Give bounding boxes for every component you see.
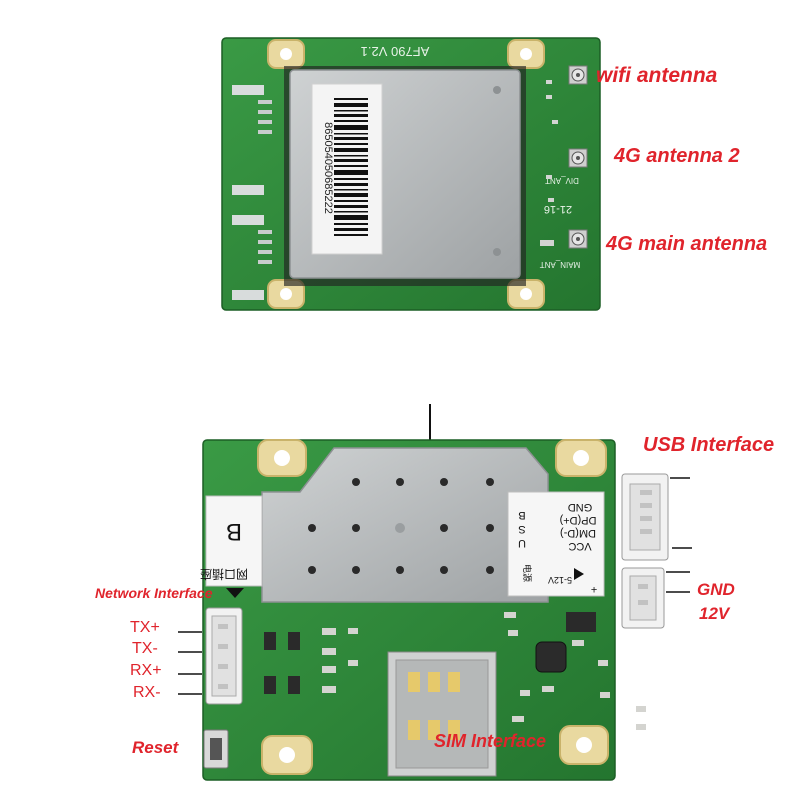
label-4g-main-antenna: 4G main antenna [606,233,768,255]
network-sticker [205,495,263,587]
power-char: 电源 [522,564,533,582]
sticker-letter: B [226,518,242,545]
top-module-board: 865054050685222 AF790 V2.1 DIV_ANT MAIN_… [221,37,601,311]
barcode [334,98,368,236]
usb-letter-b: U [518,537,526,549]
sticker-text: 网口插座 [200,567,248,582]
label-wifi-antenna: wifi antenna [596,64,718,87]
power-connector [621,567,665,629]
usb-sticker [507,491,605,597]
barcode-number: 865054050685222 [322,122,334,214]
silkscreen-date: 21-16 [544,203,572,215]
pin-lead-lines [178,477,692,695]
reset-button-component [203,729,229,769]
usb-pin-vcc: VCC [568,540,591,552]
label-12v: 12V [699,604,730,623]
4g-main-antenna-connector [568,229,588,249]
inductor [535,641,567,673]
label-sim-interface: SIM Interface [434,731,547,751]
label-4g-antenna-2: 4G antenna 2 [614,145,740,167]
bottom-shield-can [261,447,549,603]
usb-letter-s: S [518,523,525,535]
silkscreen-version: AF790 V2.1 [361,44,430,59]
usb-pin-gnd: GND [568,501,593,513]
label-network-interface: Network Interface [95,585,213,601]
usb-connector [621,473,669,561]
usb-pin-dm: DM(D-) [560,527,596,539]
barcode-sticker [311,83,383,255]
4g-antenna-2-connector [568,148,588,168]
silkscreen-div-ant: DIV_ANT [545,176,579,185]
usb-letter-u: B [518,509,525,521]
shield-vent-holes [308,478,494,574]
network-connector [205,607,243,705]
silkscreen-main-ant: MAIN_ANT [540,260,581,269]
sim-card-slot [387,651,497,777]
bottom-carrier-board: B 网口插座 GND DP(D+) DM(D-) VCC B S U 5-12V… [200,439,669,781]
power-text: 5-12V [548,575,572,585]
label-rx-minus: RX- [133,684,161,701]
label-gnd: GND [697,580,735,599]
label-tx-plus: TX+ [130,619,160,636]
label-rx-plus: RX+ [130,662,162,679]
wifi-antenna-connector [568,65,588,85]
label-tx-minus: TX- [132,640,158,657]
label-reset: Reset [132,738,179,757]
power-plus: + [591,583,597,595]
usb-pin-dp: DP(D+) [560,514,597,526]
label-usb-interface: USB Interface [643,434,775,456]
